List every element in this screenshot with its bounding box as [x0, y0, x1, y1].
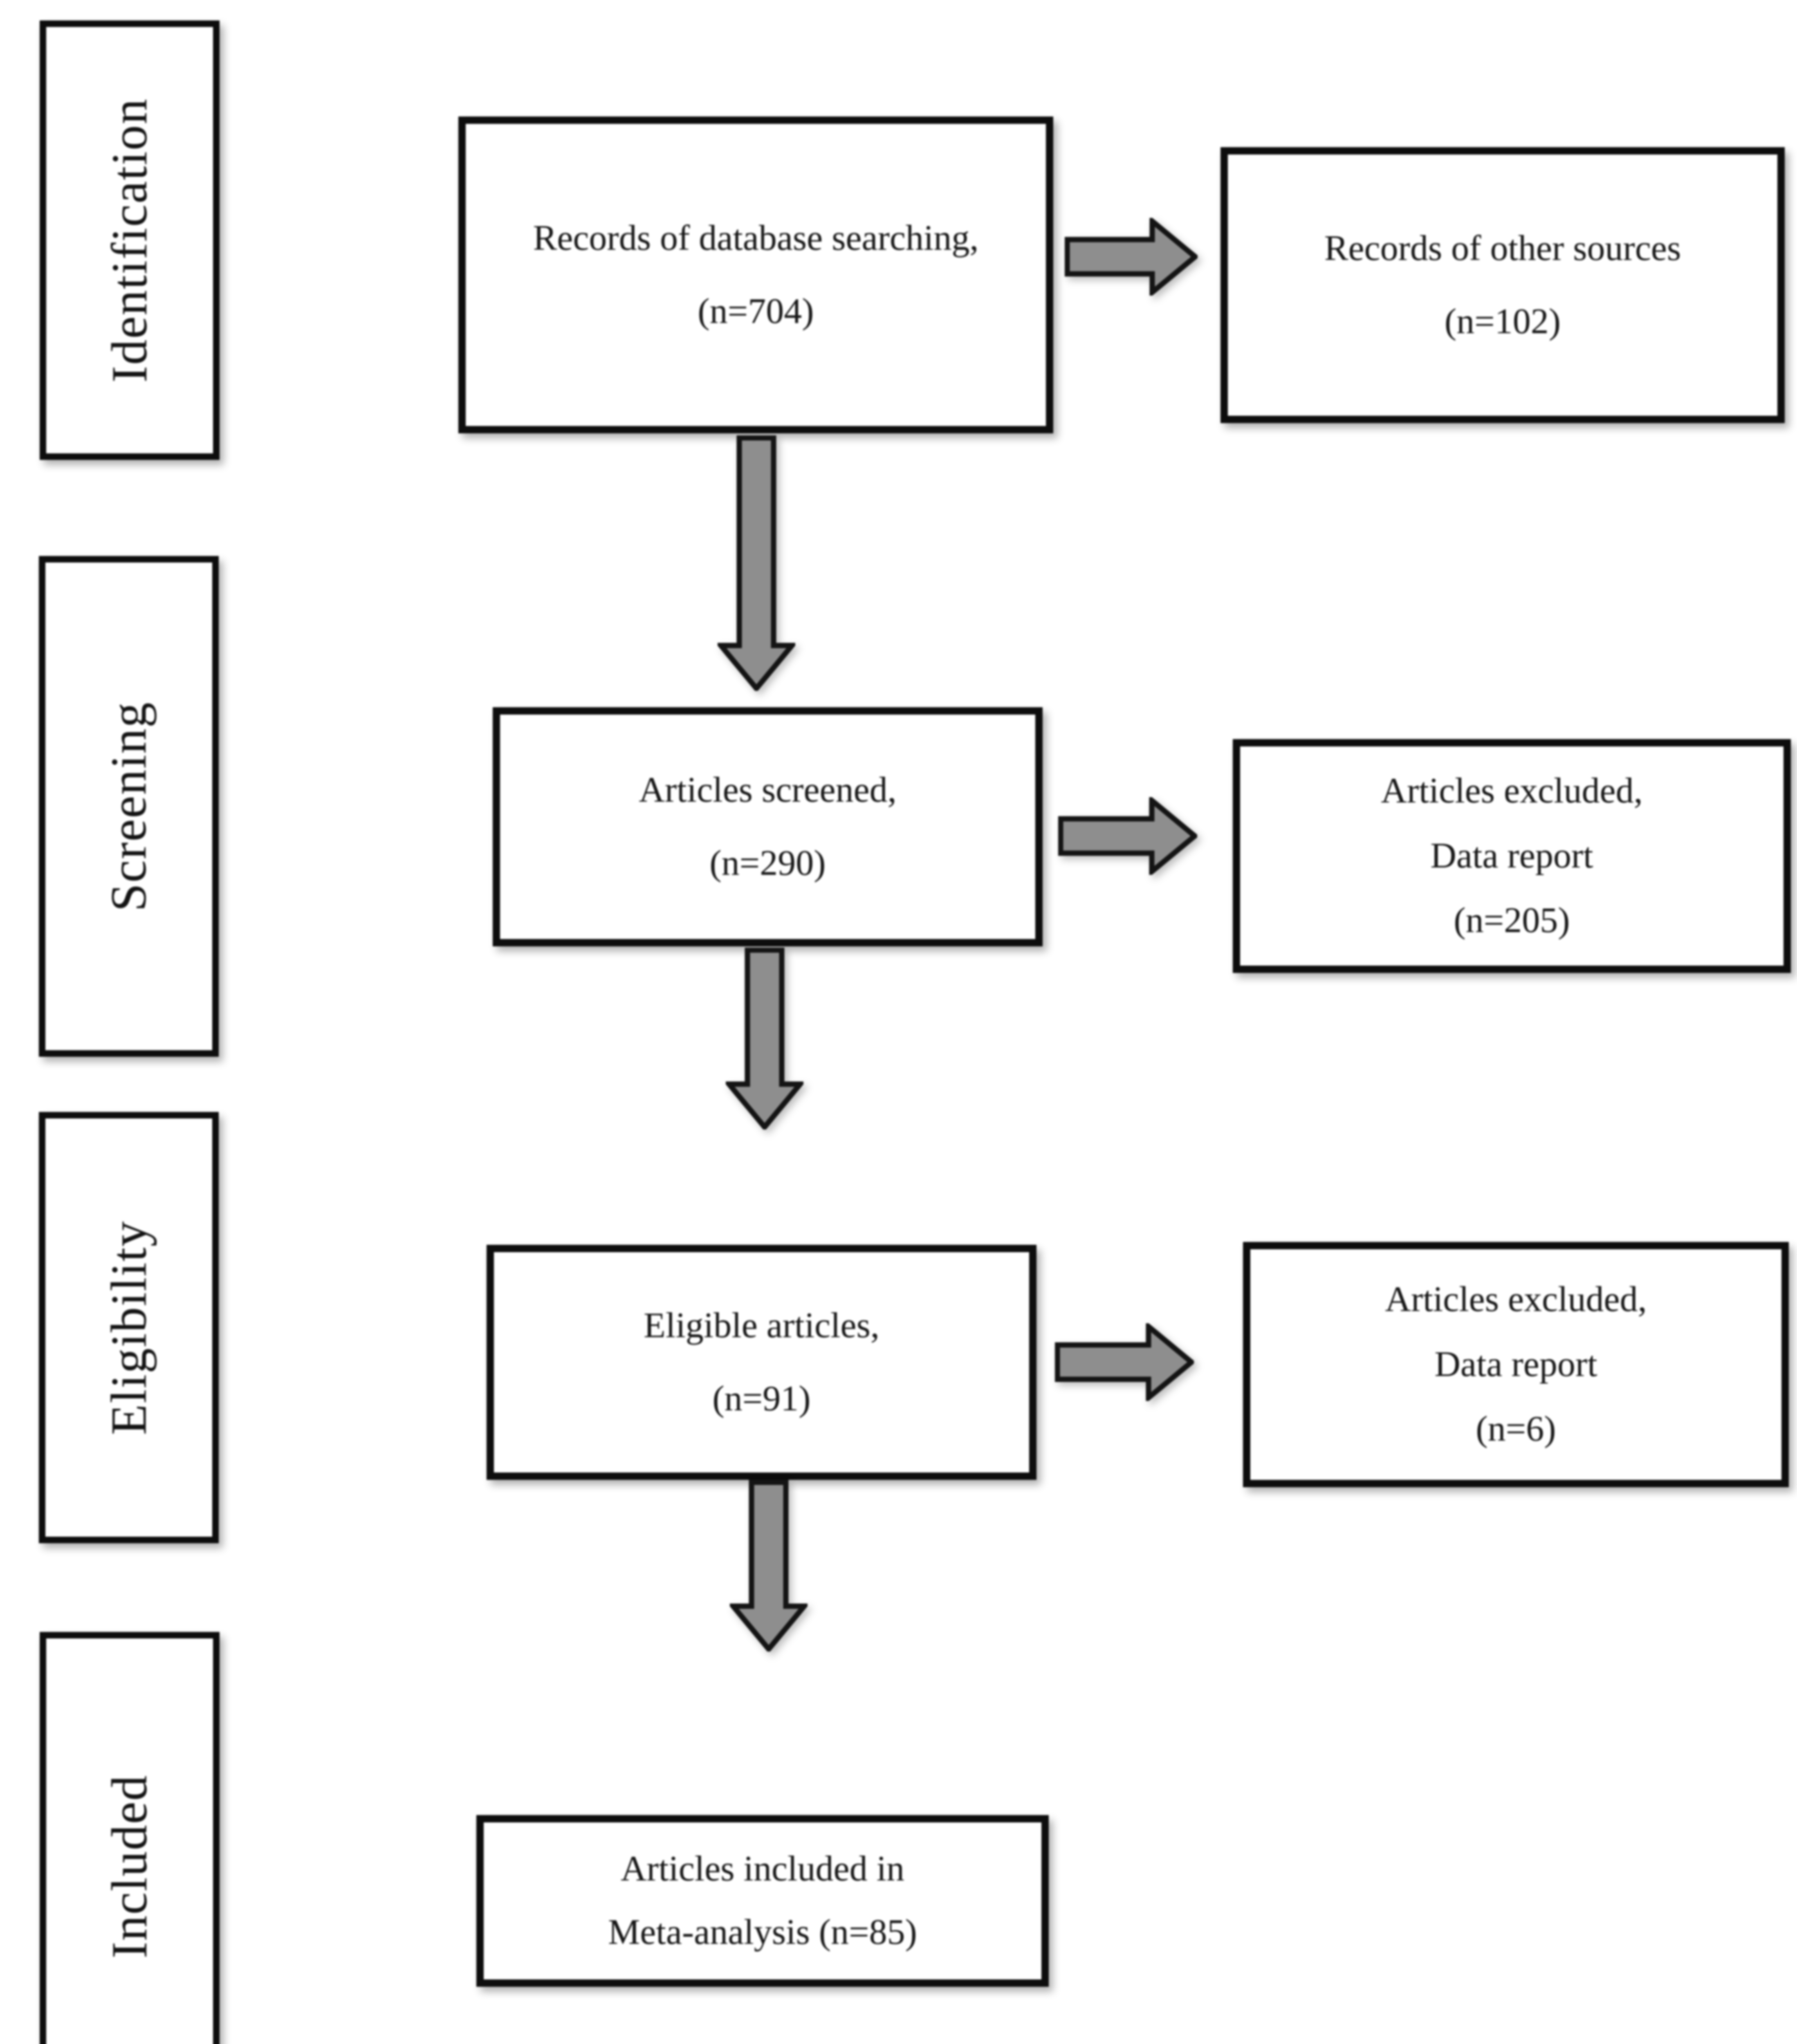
stage-box-identification: Identification: [40, 20, 220, 460]
stage-label-screening: Screening: [101, 701, 157, 912]
stage-label-identification: Identification: [101, 98, 158, 383]
box-text-line: (n=91): [712, 1378, 811, 1419]
box-text-line: (n=290): [709, 843, 826, 883]
box-articles-screened: Articles screened, (n=290): [493, 707, 1043, 946]
stage-box-included: Included: [40, 1632, 220, 2044]
box-text-line: Articles screened,: [639, 770, 897, 810]
box-text-line: (n=704): [698, 291, 814, 331]
arrow-down-icon: [726, 948, 803, 1130]
box-records-database-searching: Records of database searching, (n=704): [458, 117, 1053, 433]
box-eligible-articles: Eligible articles, (n=91): [487, 1245, 1036, 1480]
box-text-line: Data report: [1434, 1344, 1597, 1384]
arrow-right-icon: [1055, 1323, 1194, 1401]
arrow-right-icon: [1065, 218, 1198, 296]
arrow-right-icon: [1058, 797, 1197, 875]
box-text-line: Eligible articles,: [644, 1305, 879, 1345]
box-text-line: Articles excluded,: [1381, 771, 1643, 811]
box-text-line: Data report: [1430, 836, 1593, 876]
stage-label-eligibility: Eligibility: [101, 1220, 157, 1435]
box-text-line: Records of other sources: [1324, 228, 1681, 268]
box-text-line: (n=102): [1444, 301, 1561, 341]
arrow-down-icon: [730, 1480, 808, 1652]
box-text-line: Articles included in: [620, 1849, 905, 1889]
box-text-line: Meta-analysis (n=85): [608, 1912, 917, 1952]
box-records-other-sources: Records of other sources (n=102): [1220, 147, 1785, 423]
box-articles-excluded-eligibility: Articles excluded, Data report (n=6): [1243, 1242, 1789, 1487]
box-articles-included-meta-analysis: Articles included in Meta-analysis (n=85…: [476, 1815, 1049, 1987]
box-text-line: (n=6): [1476, 1409, 1556, 1449]
box-text-line: (n=205): [1454, 901, 1570, 941]
box-text-line: Articles excluded,: [1385, 1280, 1647, 1320]
stage-label-included: Included: [101, 1775, 158, 1959]
box-articles-excluded-screening: Articles excluded, Data report (n=205): [1233, 739, 1791, 973]
box-text-line: Records of database searching,: [533, 218, 979, 258]
stage-box-eligibility: Eligibility: [39, 1112, 219, 1543]
stage-box-screening: Screening: [39, 556, 219, 1057]
arrow-down-icon: [718, 435, 795, 691]
